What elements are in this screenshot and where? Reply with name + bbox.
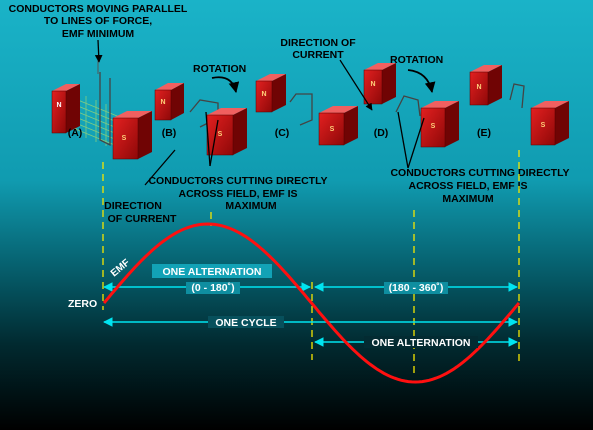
north-pole-label: N [370,81,375,88]
cutting-field-note-2: ACROSS FIELD, EMF IS [408,180,527,192]
parallel-conductors-note: EMF MINIMUM [62,28,135,40]
direction-of-current-bottom: OF CURRENT [108,213,177,225]
cutting-field-note-1: ACROSS FIELD, EMF IS [178,188,297,200]
south-pole-label: S [122,135,127,142]
stage-label: (D) [374,127,389,139]
one-cycle-label: ONE CYCLE [215,317,276,329]
leader-line [339,59,373,111]
label-backing [208,316,284,328]
rotation-arrow [211,76,240,94]
stage-label: (E) [477,127,491,139]
parallel-conductors-note: TO LINES OF FORCE, [44,15,152,27]
direction-of-current-top: CURRENT [292,49,344,61]
leader-lines [144,111,425,186]
north-pole-label: N [476,84,481,91]
label-backing [152,264,272,278]
north-pole-label: N [160,99,165,106]
cutting-field-note-2: CONDUCTORS CUTTING DIRECTLY [390,167,569,179]
stage-c: N S (C) [255,74,358,146]
emf-sine-wave [102,222,521,384]
rotation-arrow [407,69,436,94]
stage-b: N S (B) [154,83,247,156]
south-pole-label: S [330,126,335,133]
stage-d: N S (D) [363,63,459,148]
rotation-label: ROTATION [193,63,246,75]
direction-of-current-top: DIRECTION OF [280,37,356,49]
label-backing [364,336,478,348]
stage-label: (B) [162,127,177,139]
parallel-conductors-note: CONDUCTORS MOVING PARALLEL [9,3,188,15]
zero-label: ZERO [68,298,97,310]
cutting-field-note-2: MAXIMUM [442,193,494,205]
cutting-field-note-1: CONDUCTORS CUTTING DIRECTLY [148,175,327,187]
south-pole-label: S [218,131,223,138]
range-first-half-label: (0 - 180˚) [191,282,234,294]
south-pole-label: S [541,122,546,129]
range-second-half-label: (180 - 360˚) [389,282,444,294]
north-pole-label: N [56,102,61,109]
leader-line [94,39,103,63]
stage-label: (C) [275,127,290,139]
south-pole-label: S [431,123,436,130]
north-pole-label: N [261,91,266,98]
cutting-field-note-1: MAXIMUM [225,200,277,212]
stage-label: (A) [68,127,83,139]
label-backing [384,282,448,294]
rotation-label: ROTATION [390,54,443,66]
one-alternation-label: ONE ALTERNATION [372,337,471,349]
stage-e: N S (E) [469,65,569,146]
stage-a: N S (A) [51,60,152,160]
direction-of-current-bottom: DIRECTION [104,200,162,212]
one-alternation-label: ONE ALTERNATION [163,266,262,278]
label-backing [186,282,240,294]
